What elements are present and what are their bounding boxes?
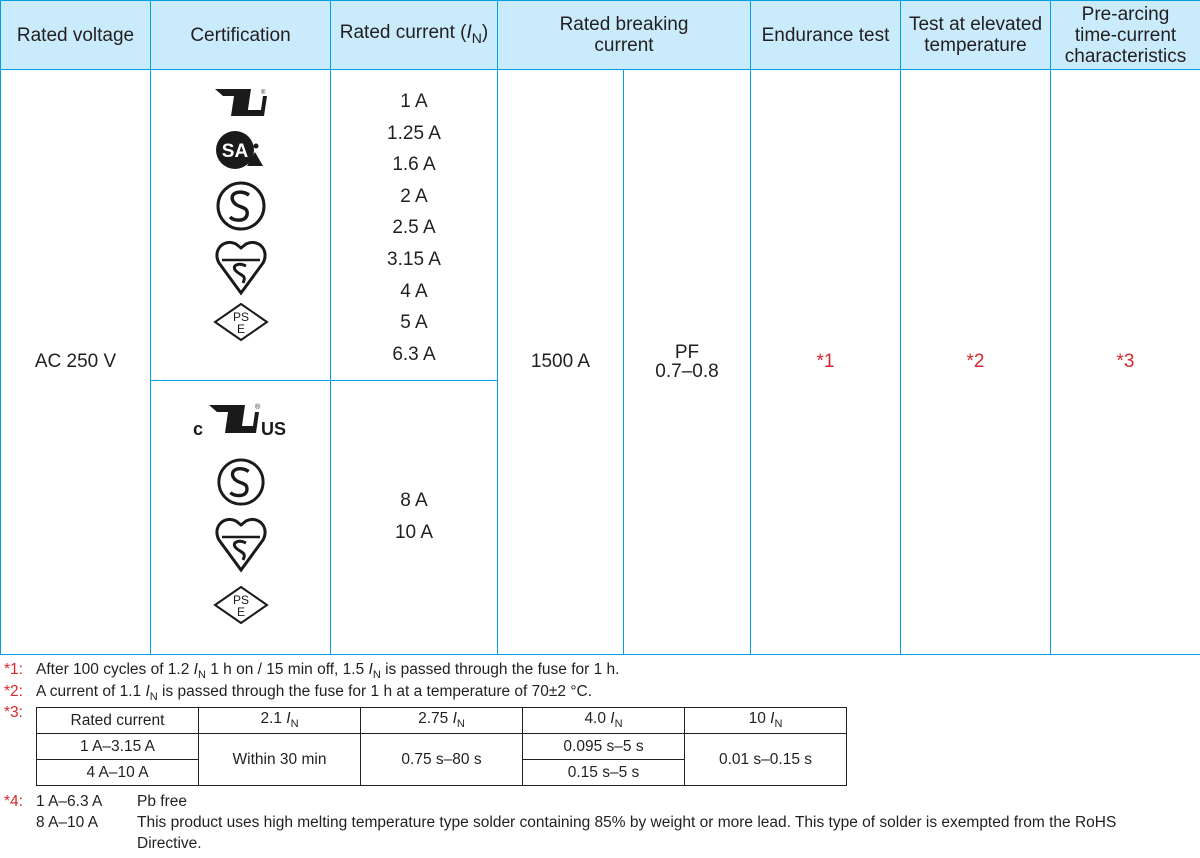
certification-logos-group1: ® SA [150, 69, 331, 381]
rated-current-value: 1.25 A [387, 122, 441, 144]
endurance-test-ref: *1 [750, 69, 901, 655]
note-2: *2:A current of 1.1 IN is passed through… [4, 683, 593, 704]
svg-text:US: US [261, 419, 286, 439]
rated-current-list-group1: 1 A 1.25 A 1.6 A 2 A 2.5 A 3.15 A 4 A 5 … [330, 69, 498, 381]
fuse-spec-table: Rated voltage Certification Rated curren… [0, 0, 1200, 655]
prearcing-current-range: 1 A–3.15 A [36, 733, 199, 760]
note-4-range-2: 8 A–10 A [36, 814, 99, 831]
header-rated-voltage: Rated voltage [0, 0, 151, 70]
bsi-kitemark-icon [151, 238, 330, 296]
prearcing-header-row: Rated current 2.1 IN 2.75 IN 4.0 IN 10 I… [36, 707, 847, 734]
header-endurance-test: Endurance test [750, 0, 901, 70]
svg-text:E: E [236, 605, 244, 619]
note-4-text-2: This product uses high melting temperatu… [137, 814, 1117, 831]
note-2-marker: *2: [4, 683, 23, 700]
rated-current-value: 1 A [400, 91, 428, 112]
prearcing-header-2-1: 2.1 IN [198, 707, 361, 734]
prearcing-time-2-1: Within 30 min [198, 733, 361, 786]
svg-text:®: ® [255, 403, 261, 411]
elevated-temp-ref: *2 [900, 69, 1051, 655]
rated-current-value: 3.15 A [387, 248, 441, 270]
rated-current-value: 4 A [400, 280, 428, 302]
prearcing-row-1: 1 A–3.15 A Within 30 min 0.75 s–80 s 0.0… [36, 733, 847, 786]
note-4-text-1: Pb free [137, 793, 187, 810]
ul-recognized-icon: ® [151, 86, 330, 120]
rated-current-value: 8 A [400, 490, 428, 511]
rated-voltage-cell: AC 250 V [0, 69, 151, 655]
note-4-marker: *4: [4, 793, 23, 810]
header-certification: Certification [150, 0, 331, 70]
svg-text:SA: SA [221, 141, 248, 162]
svg-text:c: c [193, 419, 203, 439]
header-row: Rated voltage Certification Rated curren… [0, 0, 1200, 70]
svg-text:PS: PS [232, 593, 248, 607]
prearcing-header-4-0: 4.0 IN [522, 707, 685, 734]
certification-logos-group2: c ® US [150, 380, 331, 655]
note-3-marker: *3: [4, 704, 23, 721]
note-4-text-2-cont: Directive. [137, 835, 202, 852]
prearcing-table: Rated current 2.1 IN 2.75 IN 4.0 IN 10 I… [36, 707, 847, 786]
prearcing-time-4-0: 0.095 s–5 s [522, 733, 685, 760]
note-1: *1:After 100 cycles of 1.2 IN 1 h on / 1… [4, 661, 620, 682]
note-3: *3: [4, 703, 36, 723]
header-rated-current: Rated current (IN) [330, 0, 498, 70]
prearcing-current-range: 4 A–10 A [36, 759, 199, 786]
svg-text:E: E [236, 322, 244, 336]
svg-text:PS: PS [232, 310, 248, 324]
prearcing-time-10: 0.01 s–0.15 s [684, 733, 847, 786]
prearcing-row-2: 4 A–10 A 0.15 s–5 s [36, 759, 847, 786]
prearcing-time-2-75: 0.75 s–80 s [360, 733, 523, 786]
prearcing-ref: *3 [1050, 69, 1200, 655]
rated-current-value: 1.6 A [392, 154, 436, 176]
rated-current-list-group2: 8 A 10 A [330, 380, 498, 655]
rated-current-value: 10 A [394, 521, 434, 543]
rated-current-value: 2.5 A [392, 217, 436, 239]
spec-row-group1: AC 250 V ® SA [0, 69, 1200, 655]
rated-current-value: 6.3 A [392, 343, 436, 365]
pse-icon: PS E [151, 302, 330, 342]
prearcing-header-10: 10 IN [684, 707, 847, 734]
s-mark-icon [151, 180, 330, 232]
prearcing-header-2-75: 2.75 IN [360, 707, 523, 734]
spec-row-group2: c ® US [1, 380, 1200, 655]
rated-current-value: 5 A [400, 312, 428, 334]
s-mark-icon [151, 457, 330, 507]
svg-text:®: ® [261, 89, 266, 96]
note-4-range-1: 1 A–6.3 A [36, 793, 103, 810]
note-1-marker: *1: [4, 661, 23, 678]
rated-current-value: 2 A [400, 185, 428, 207]
prearcing-header-rated-current: Rated current [36, 707, 199, 734]
bsi-kitemark-icon [151, 515, 330, 573]
prearcing-time-4-0: 0.15 s–5 s [522, 759, 685, 786]
pse-icon: PS E [151, 585, 330, 625]
breaking-current-cell: 1500 A [497, 69, 624, 655]
csa-icon: SA [151, 128, 330, 172]
cul-us-icon: c ® US [151, 399, 330, 441]
